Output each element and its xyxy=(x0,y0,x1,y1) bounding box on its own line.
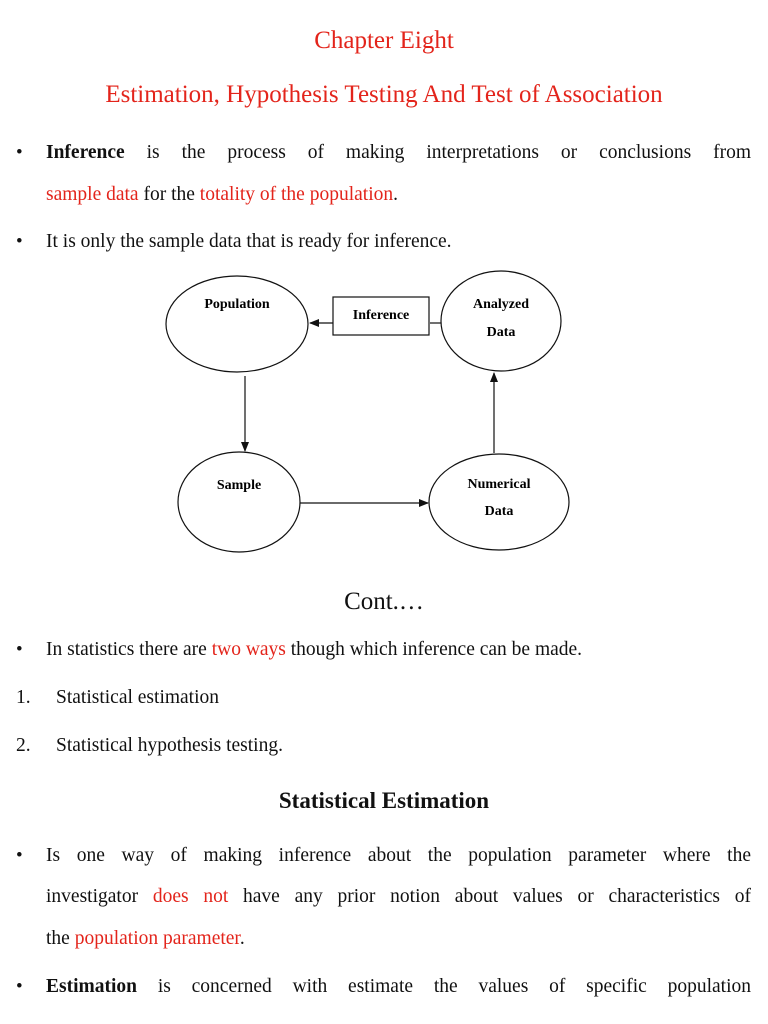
population-node xyxy=(165,275,309,373)
analyzed-data-node xyxy=(440,270,562,372)
estimation-line3-post: . xyxy=(239,928,245,949)
numerical-label-1: Numerical xyxy=(468,477,531,492)
analyzed-label-1: Analyzed xyxy=(473,297,529,312)
sample-only-text: It is only the sample data that is ready… xyxy=(46,231,452,252)
list-number: 1. xyxy=(16,687,31,708)
estimation-line2: investigator does not have any prior not… xyxy=(46,886,751,908)
bullet-marker: • xyxy=(16,142,23,163)
estimation-line1: Is one way of making inference about the… xyxy=(46,845,751,866)
inference-term: Inference xyxy=(46,142,125,163)
two-ways-text: In statistics there are two ways though … xyxy=(46,639,582,661)
inference-definition-line2: sample data for the totality of the popu… xyxy=(46,184,398,206)
inference-definition-text: is the process of making interpretations… xyxy=(124,142,751,163)
sample-label: Sample xyxy=(217,478,261,493)
inference-box xyxy=(332,296,430,336)
numerical-data-node xyxy=(428,453,570,551)
estimation-definition-text: is concerned with estimate the values of… xyxy=(137,976,751,997)
bullet-marker: • xyxy=(16,976,23,997)
numerical-label-2: Data xyxy=(485,504,514,519)
inference-cycle-diagram: Population Inference Analyzed Data Sampl… xyxy=(165,270,570,553)
bullet-marker: • xyxy=(16,639,23,660)
totality-highlight: totality of the population xyxy=(199,184,394,205)
section-heading: Statistical Estimation xyxy=(278,788,490,813)
estimation-line3: the population parameter. xyxy=(46,928,245,950)
continuation-heading: Cont.… xyxy=(344,588,424,615)
two-ways-pre: In statistics there are xyxy=(46,639,212,660)
estimation-term: Estimation xyxy=(46,976,138,997)
list-item: Statistical hypothesis testing. xyxy=(56,735,283,756)
estimation-definition: Estimation is concerned with estimate th… xyxy=(46,976,751,998)
population-label: Population xyxy=(204,297,270,312)
two-ways-highlight: two ways xyxy=(211,639,286,660)
estimation-line2-pre: investigator xyxy=(46,886,153,907)
does-not-highlight: does not xyxy=(152,886,229,907)
inference-definition-line1: Inference is the process of making inter… xyxy=(46,142,751,164)
estimation-line3-pre: the xyxy=(46,928,75,949)
chapter-title: Chapter Eight xyxy=(314,27,454,54)
two-ways-post: though which inference can be made. xyxy=(285,639,583,660)
bullet-marker: • xyxy=(16,845,23,866)
list-number: 2. xyxy=(16,735,31,756)
inference-label: Inference xyxy=(353,308,410,323)
analyzed-label-2: Data xyxy=(487,325,516,340)
sample-data-highlight: sample data xyxy=(46,184,139,205)
inference-definition-mid: for the xyxy=(138,184,200,205)
estimation-line2-post: have any prior notion about values or ch… xyxy=(228,886,751,907)
inference-definition-end: . xyxy=(393,184,398,205)
sample-node xyxy=(177,451,301,553)
chapter-subtitle: Estimation, Hypothesis Testing And Test … xyxy=(105,81,663,108)
population-parameter-highlight: population parameter xyxy=(74,928,240,949)
list-item: Statistical estimation xyxy=(56,687,220,708)
bullet-marker: • xyxy=(16,231,23,252)
